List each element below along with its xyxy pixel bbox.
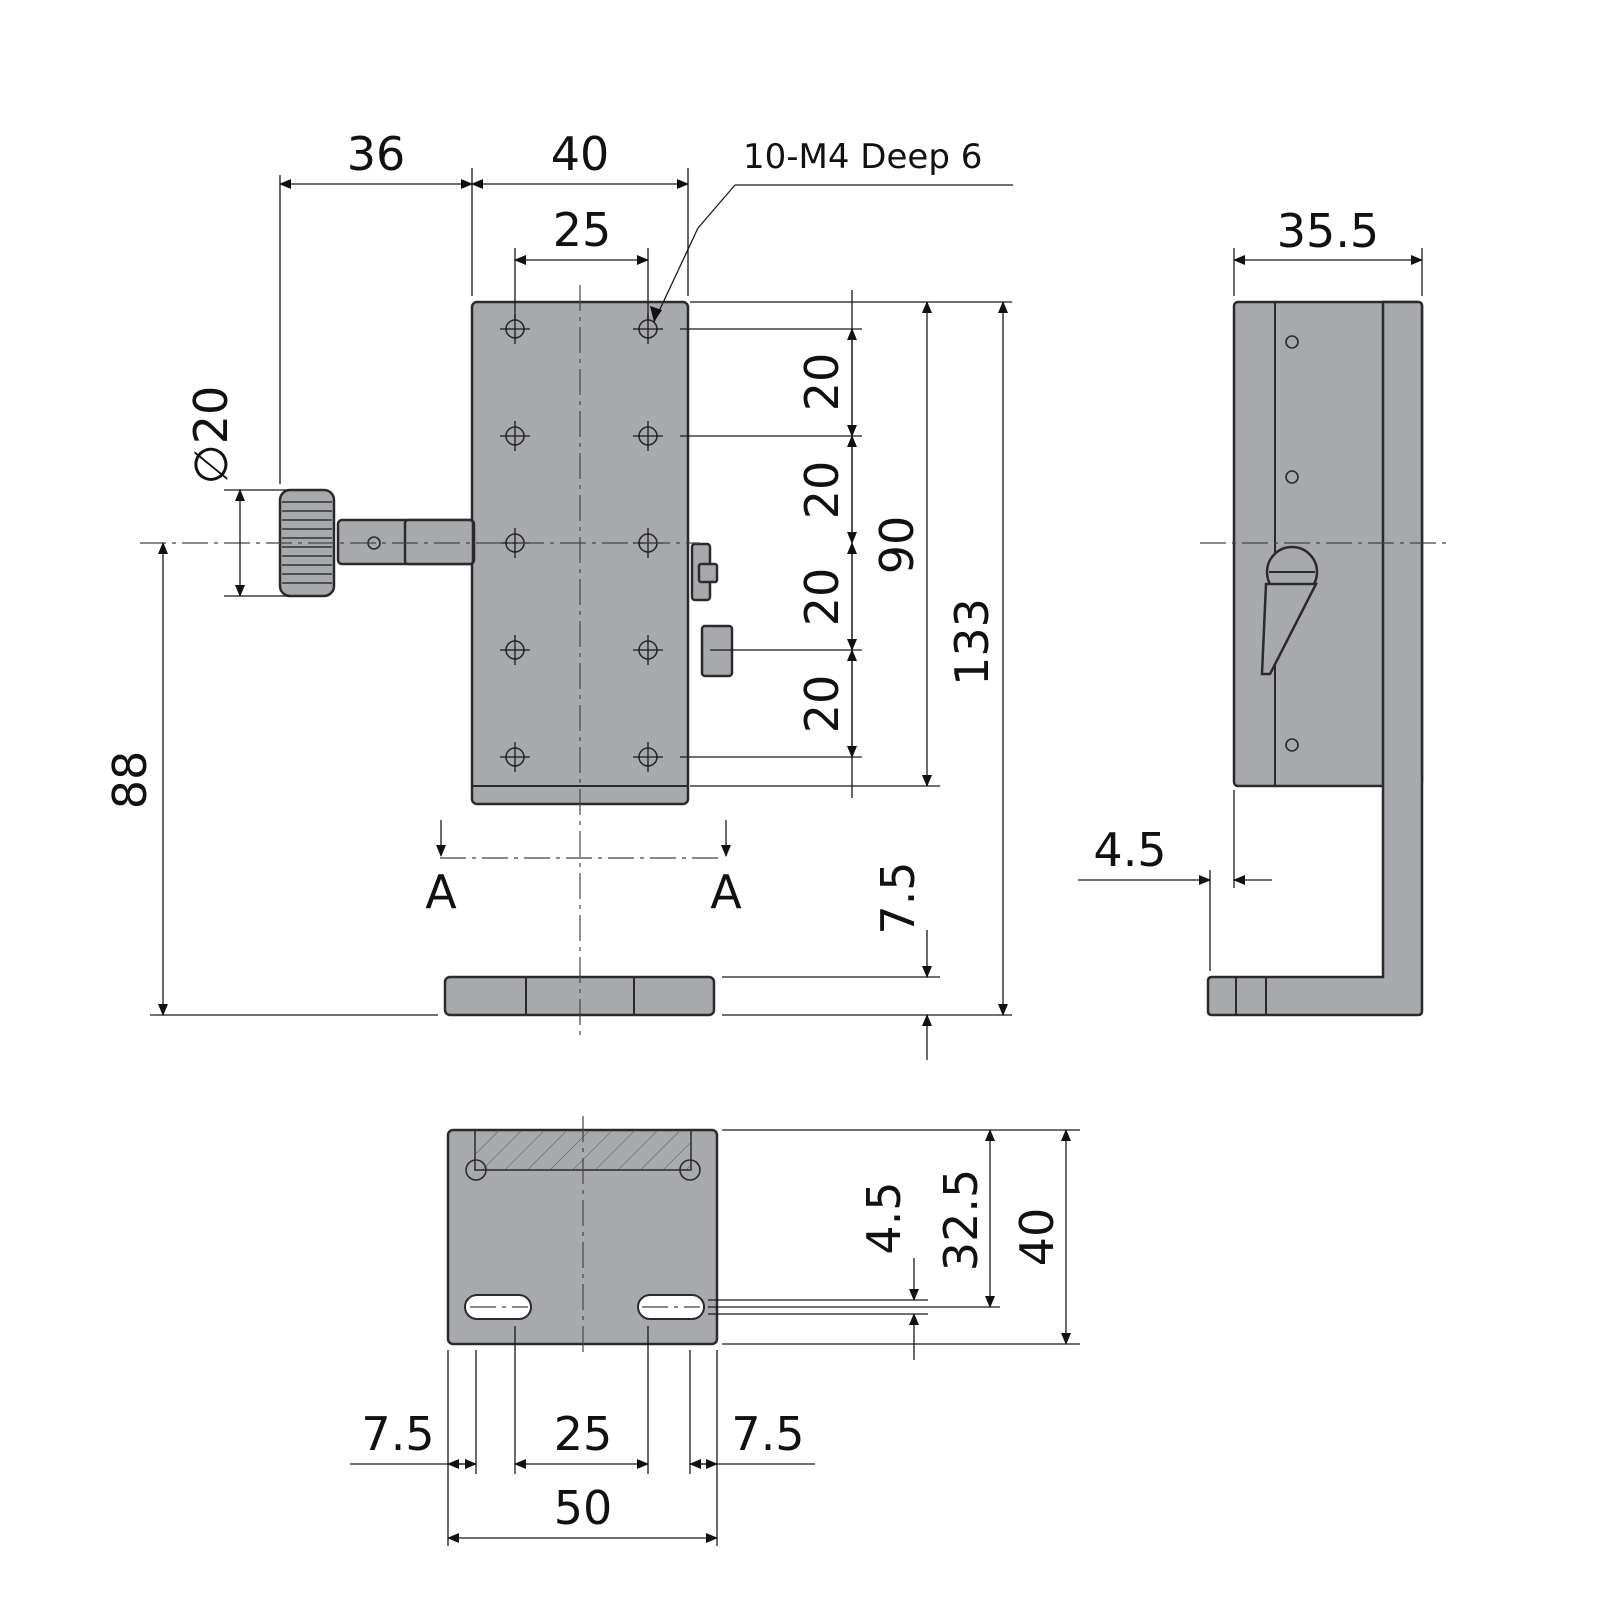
knob-knurling [282,501,332,584]
dim-pitch-2: 20 [795,461,849,520]
tapped-hole [500,635,530,665]
side-screw [1285,738,1299,752]
side-view [1200,300,1452,1017]
dim-base-thickness: 7.5 [871,861,925,934]
front-view [140,285,734,1035]
diameter-value: 20 [184,386,238,445]
dim-slot-offset: 4.5 [857,1181,911,1254]
dim-base-depth: 40 [1010,1208,1064,1267]
dim-height-to-knob: 88 [103,751,157,810]
tapped-hole [500,742,530,772]
side-screw [1285,470,1299,484]
tapped-hole [633,421,663,451]
dim-knob-diameter: ∅20 [184,386,238,485]
dim-travel-span: 90 [870,516,924,575]
dim-left-margin: 7.5 [361,1407,434,1461]
side-screw [1285,335,1299,349]
lock-clamp [690,542,734,678]
dim-pitch-3: 20 [795,568,849,627]
dim-right-margin: 7.5 [731,1407,804,1461]
dim-slot-to-top: 32.5 [934,1169,988,1271]
bottom-dimensions: 4.5 32.5 40 7.5 25 7.5 50 [350,1129,1080,1546]
dim-total-height: 133 [945,598,999,686]
shaft-collar [403,518,475,566]
section-mark-left: A [425,865,457,919]
dim-pitch-1: 20 [795,353,849,412]
dim-side-offset: 4.5 [1093,823,1166,877]
dim-slot-pitch: 25 [554,1407,613,1461]
section-mark-right: A [710,865,742,919]
callout-label: 10-M4 Deep 6 [743,137,982,177]
dim-side-depth: 35.5 [1277,204,1379,258]
tapped-hole [633,635,663,665]
dim-hole-pitch: 25 [553,203,612,257]
dim-pitch-4: 20 [795,675,849,734]
dim-base-width: 50 [554,1481,613,1535]
side-lock-lever [1260,582,1319,676]
dim-top-width: 40 [551,127,610,181]
side-bracket [1206,300,1424,1017]
tapped-hole [500,421,530,451]
side-dimensions: 35.5 4.5 [1078,204,1423,971]
mounting-slot [637,1294,705,1320]
tapped-hole [633,742,663,772]
bottom-view [446,1116,719,1358]
mounting-slot [464,1294,532,1320]
dim-knob-offset: 36 [347,127,406,181]
front-dimensions: 36 40 25 10-M4 Deep 6 ∅20 88 20 20 2 [103,127,1013,1060]
diameter-symbol: ∅ [184,444,238,484]
